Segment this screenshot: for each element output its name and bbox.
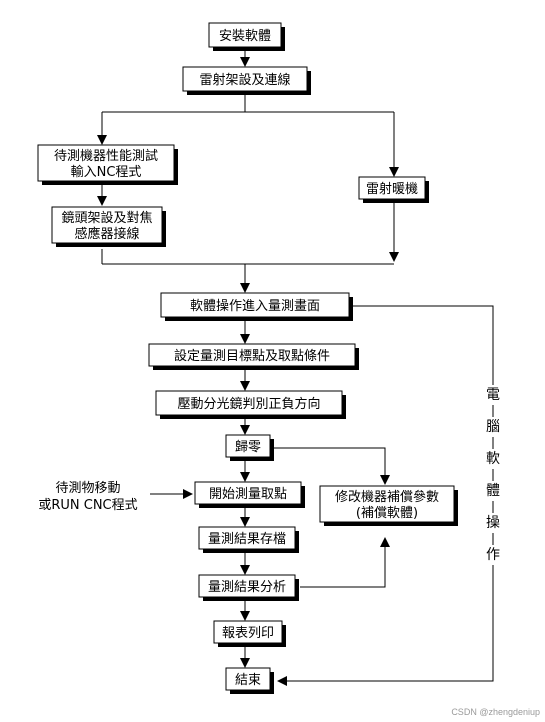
node-save-result: 量測結果存檔 <box>198 526 299 553</box>
side-label-char-5: 操 <box>486 515 500 531</box>
side-label-char-bg <box>484 449 502 469</box>
node-end-label: 結束 <box>235 673 261 688</box>
node-input-nc-line1: 待測機器性能測試 <box>54 148 158 164</box>
side-label-char-4: 體 <box>486 483 500 499</box>
node-pressure-label: 壓動分光鏡判別正負方向 <box>177 396 320 412</box>
node-start-measure-label: 開始測量取點 <box>209 487 287 502</box>
external-input: 待測物移動 或RUN CNC程式 <box>38 481 137 513</box>
node-analyze-label: 量測結果分析 <box>208 580 286 595</box>
node-zero-label: 歸零 <box>235 440 261 455</box>
node-enter-screen-label: 軟體操作進入量測畫面 <box>190 298 320 314</box>
node-set-target: 設定量測目標點及取點條件 <box>148 343 359 370</box>
side-label-char-bg <box>484 513 502 533</box>
side-label-char-6: 作 <box>486 547 500 563</box>
side-label-char-bg <box>484 545 502 565</box>
node-laser-setup: 雷射架設及連線 <box>182 66 311 95</box>
edge-analyze-to-compensate <box>300 537 390 588</box>
node-laser-warmup-label: 雷射暖機 <box>366 181 418 197</box>
node-compensate: 修改機器補償參數 (補償軟體) <box>319 485 458 526</box>
side-label-char-1: 電 <box>486 387 500 403</box>
side-label-char-bg <box>484 385 502 405</box>
node-install-label: 安裝軟體 <box>219 28 271 44</box>
node-report-label: 報表列印 <box>222 626 274 641</box>
node-input-nc-line2: 輸入NC程式 <box>71 165 142 180</box>
node-save-result-label: 量測結果存檔 <box>208 532 286 547</box>
edge-zero-to-compensate <box>272 447 390 485</box>
watermark: CSDN @zhengdeniup <box>451 707 540 717</box>
node-laser-warmup: 雷射暖機 <box>358 176 429 203</box>
node-input-nc: 待測機器性能測試 輸入NC程式 <box>37 144 178 185</box>
side-label-char-bg <box>484 481 502 501</box>
node-compensate-line2: (補償軟體) <box>356 505 418 521</box>
side-label: 電 腦 軟 體 操 作 <box>484 385 502 565</box>
node-lens-setup: 鏡頭架設及對焦 感應器接線 <box>51 206 166 247</box>
node-report: 報表列印 <box>213 620 286 647</box>
node-lens-setup-line1: 鏡頭架設及對焦 <box>61 210 152 226</box>
node-set-target-label: 設定量測目標點及取點條件 <box>174 348 330 364</box>
node-compensate-line1: 修改機器補償參數 <box>335 490 439 505</box>
node-laser-setup-label: 雷射架設及連線 <box>199 72 290 88</box>
node-lens-setup-line2: 感應器接線 <box>74 226 139 242</box>
node-start-measure: 開始測量取點 <box>194 481 305 508</box>
external-input-line2: 或RUN CNC程式 <box>38 498 137 513</box>
node-end: 結束 <box>225 667 274 694</box>
node-install: 安裝軟體 <box>208 22 285 51</box>
external-input-line1: 待測物移動 <box>55 481 120 496</box>
side-label-char-2: 腦 <box>486 419 500 435</box>
side-label-char-bg <box>484 417 502 437</box>
node-zero: 歸零 <box>225 434 274 461</box>
node-enter-screen: 軟體操作進入量測畫面 <box>160 292 353 321</box>
side-label-char-3: 軟 <box>486 451 500 467</box>
node-analyze: 量測結果分析 <box>198 574 299 601</box>
node-pressure: 壓動分光鏡判別正負方向 <box>155 390 346 419</box>
